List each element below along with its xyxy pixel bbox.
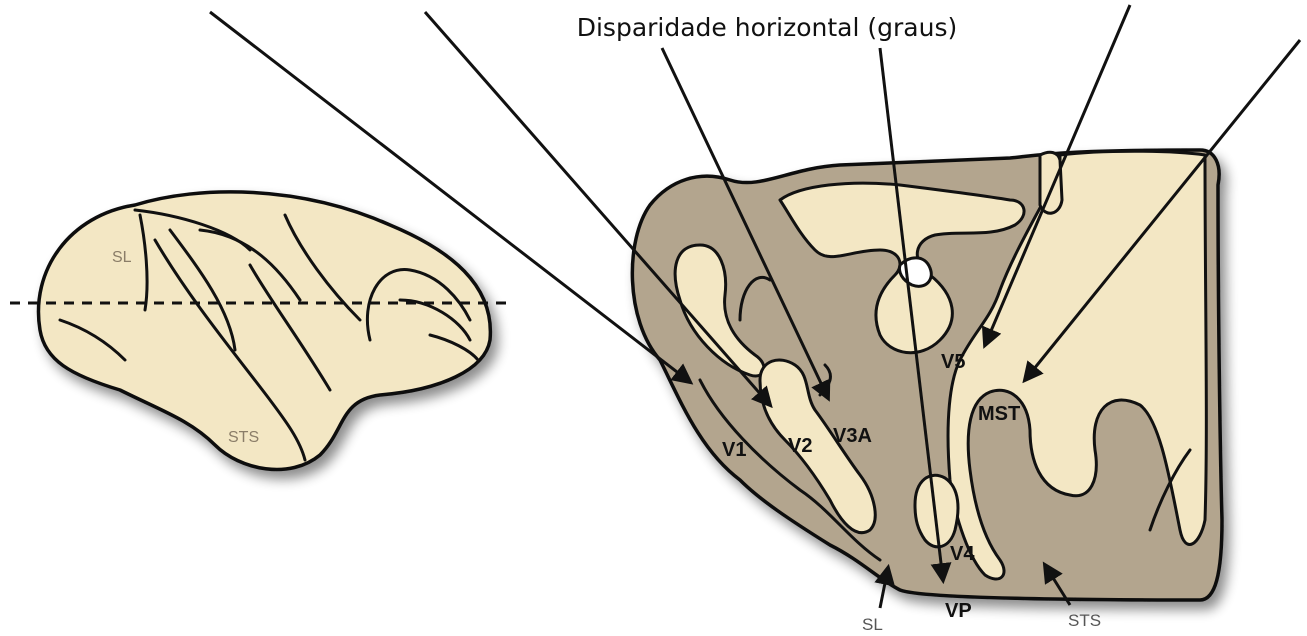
label-vp: VP	[945, 600, 972, 622]
label-sts-lateral: STS	[228, 429, 259, 446]
label-mst: MST	[978, 403, 1020, 425]
label-v1: V1	[722, 439, 746, 461]
brain-outline	[38, 192, 490, 470]
label-sts-section: STS	[1068, 611, 1101, 630]
brain-lateral-view	[38, 192, 490, 470]
diagram-title: Disparidade horizontal (graus)	[577, 13, 958, 42]
label-v2: V2	[788, 435, 812, 457]
label-v3a: V3A	[833, 425, 872, 447]
label-sl-section: SL	[862, 615, 883, 634]
label-v5: V5	[941, 351, 965, 373]
label-sl-lateral: SL	[112, 249, 132, 266]
label-v4: V4	[950, 543, 975, 565]
